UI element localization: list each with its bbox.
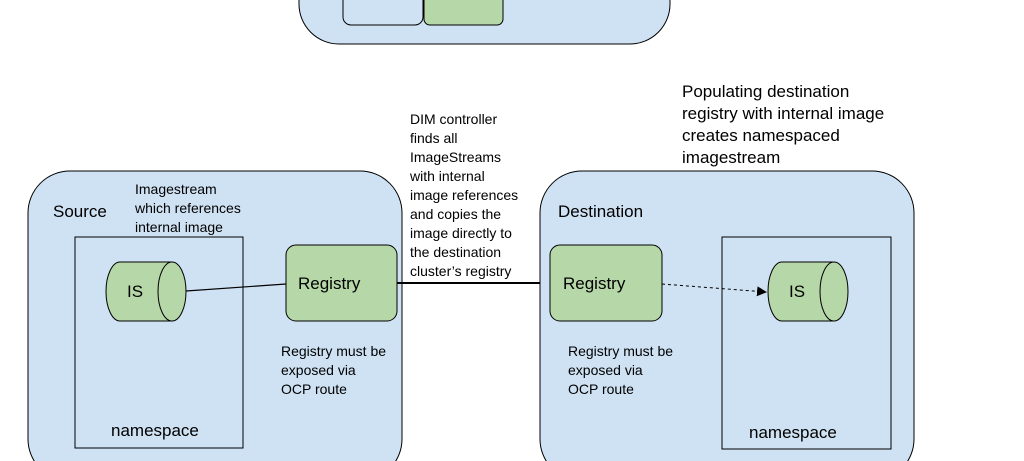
note-line: ImageStreams — [410, 149, 502, 165]
note-line: the destination — [410, 244, 502, 260]
note-line: Registry must be — [568, 343, 674, 359]
source-is-label: IS — [127, 282, 144, 301]
note-line: DIM controller — [410, 111, 498, 127]
source-registry-label: Registry — [298, 274, 361, 293]
note-line: creates namespaced — [682, 126, 840, 145]
source-imagestream-note: Imagestream which references internal im… — [135, 180, 241, 237]
note-line: Populating destination — [682, 82, 850, 101]
note-line: which references — [135, 200, 241, 216]
note-line: OCP route — [568, 381, 634, 397]
destination-namespace-label: namespace — [749, 423, 837, 442]
populating-note: Populating destination registry with int… — [682, 81, 884, 169]
note-line: image directly to — [410, 225, 512, 241]
note-line: OCP route — [281, 381, 347, 397]
destination-registry-is-connector — [661, 283, 767, 297]
note-line: image references — [410, 187, 519, 203]
note-line: Registry must be — [281, 343, 387, 359]
destination-is-label: IS — [789, 282, 806, 301]
source-registry-note: Registry must be exposed via OCP route — [281, 342, 386, 399]
source-namespace-label: namespace — [111, 421, 199, 440]
note-line: exposed via — [281, 362, 356, 378]
note-line: exposed via — [568, 362, 643, 378]
top-cluster-component-box — [423, 0, 504, 26]
source-imagestream-cylinder — [105, 261, 187, 322]
note-line: imagestream — [682, 148, 781, 167]
destination-registry-label: Registry — [563, 274, 626, 293]
note-line: and copies the — [410, 206, 502, 222]
note-line: with internal — [410, 168, 485, 184]
destination-registry-box — [549, 244, 663, 322]
note-line: registry with internal image — [682, 104, 885, 123]
source-cluster-title: Source — [53, 202, 107, 221]
destination-registry-note: Registry must be exposed via OCP route — [568, 342, 673, 399]
note-line: internal image — [135, 219, 223, 235]
note-line: Imagestream — [135, 181, 217, 197]
transfer-note: DIM controller finds all ImageStreams wi… — [410, 110, 518, 281]
source-is-registry-connector — [185, 283, 287, 292]
note-line: cluster’s registry — [410, 263, 512, 279]
destination-imagestream-cylinder — [767, 261, 849, 322]
destination-cluster-title: Destination — [558, 202, 644, 221]
top-cluster-namespace-box — [342, 0, 424, 26]
note-line: finds all — [410, 130, 458, 146]
